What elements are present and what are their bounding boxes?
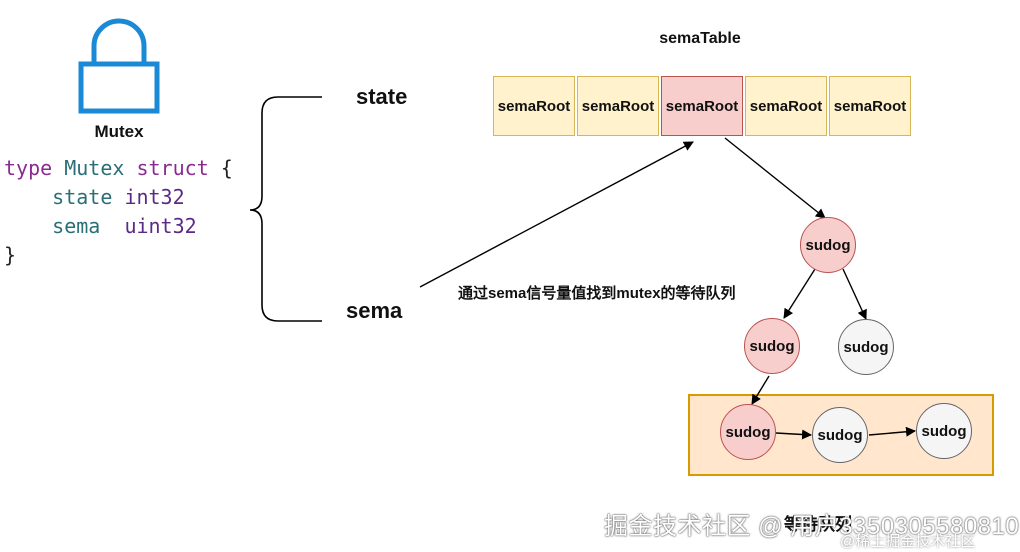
sudog-right-node: sudog — [838, 319, 894, 375]
sema-label: sema — [346, 298, 403, 323]
sema-root-cell: semaRoot — [577, 76, 659, 136]
sudog-queue-node: sudog — [720, 404, 776, 460]
sema-root-cell: semaRoot — [745, 76, 827, 136]
state-label: state — [356, 84, 408, 109]
table-to-root-arrow — [724, 137, 826, 219]
sudog-queue-node: sudog — [916, 403, 972, 459]
lock-icon — [78, 18, 160, 114]
lookup-caption: 通过sema信号量值找到mutex的等待队列 — [458, 285, 736, 302]
mutex-label: Mutex — [94, 122, 144, 141]
sudog-root-node: sudog — [800, 217, 856, 273]
curly-brace — [249, 96, 322, 322]
watermark-sub: @稀土掘金技术社区 — [840, 533, 976, 550]
sema-root-cell-highlighted: semaRoot — [661, 76, 743, 136]
sema-root-cell: semaRoot — [829, 76, 911, 136]
root-to-left-arrow — [783, 268, 816, 319]
mutex-struct-code: type Mutex struct { state int32 sema uin… — [4, 156, 233, 267]
left-to-queue-arrow — [751, 375, 770, 405]
sema-table-title: semaTable — [659, 30, 741, 47]
wait-queue-label: 等待队列 — [784, 515, 852, 534]
queue-link-arrow — [868, 426, 916, 437]
root-to-right-arrow — [842, 268, 867, 320]
watermark: 掘金技术社区 @ 用户3350305580810 — [604, 513, 1020, 540]
queue-link-arrow — [775, 429, 812, 440]
sema-to-table-arrow — [419, 141, 694, 288]
sudog-left-node: sudog — [744, 318, 800, 374]
sema-root-cell: semaRoot — [493, 76, 575, 136]
sudog-queue-node: sudog — [812, 407, 868, 463]
